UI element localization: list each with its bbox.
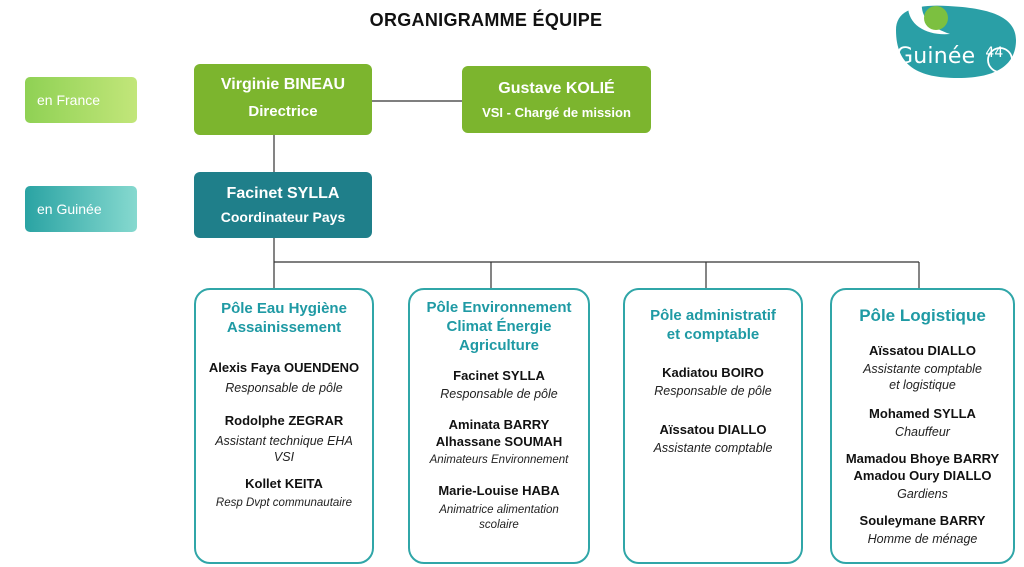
member-role: Assistante comptable [863, 362, 982, 376]
vsi-role: VSI - Chargé de mission [482, 104, 631, 120]
member-role: et logistique [889, 378, 956, 392]
member-role: VSI [273, 450, 295, 464]
member: Kollet KEITA Resp Dvpt communautaire [196, 475, 372, 511]
member: Souleymane BARRY Homme de ménage [832, 512, 1013, 547]
member-name: Souleymane BARRY [859, 513, 986, 528]
pole-environnement: Pôle Environnement Climat Énergie Agricu… [408, 288, 590, 564]
pole-title: Pôle Eau Hygiène Assainissement [221, 300, 347, 336]
member: Rodolphe ZEGRAR Assistant technique EHA … [196, 412, 372, 465]
member: Mamadou Bhoye BARRY Amadou Oury DIALLO G… [832, 450, 1013, 502]
logo-number-ring [987, 47, 1013, 73]
director-role: Directrice [248, 102, 318, 120]
pole-logistique: Pôle Logistique Aïssatou DIALLO Assistan… [830, 288, 1015, 564]
vsi-box: Gustave KOLIÉ VSI - Chargé de mission [462, 66, 651, 133]
pole-title: Pôle Environnement Climat Énergie Agricu… [426, 299, 572, 354]
member-name: Kollet KEITA [245, 476, 323, 491]
member-role: Assistant technique EHA [215, 434, 353, 448]
member-name: Mohamed SYLLA [869, 406, 976, 421]
member-name: Aïssatou DIALLO [659, 422, 767, 437]
guinee44-logo [896, 2, 1016, 78]
member: Aïssatou DIALLO Assistante comptable [625, 421, 801, 456]
tag-france: en France [25, 77, 137, 123]
coordinator-name: Facinet SYLLA [226, 185, 340, 202]
member-role: Responsable de pôle [654, 384, 772, 398]
member-name: Kadiatou BOIRO [662, 365, 764, 380]
director-name: Virginie BINEAU [220, 75, 346, 93]
pole-title: Pôle administratif et comptable [650, 307, 776, 343]
member-role: Resp Dvpt communautaire [215, 497, 353, 509]
logo-text: Guinée 44 [896, 44, 1003, 69]
logo-number: 44 [985, 45, 1004, 61]
member-name: Rodolphe ZEGRAR [224, 413, 344, 428]
logo-word: Guinée [896, 44, 976, 69]
pole-title: Pôle Logistique [859, 306, 986, 325]
member-role: Gardiens [897, 487, 948, 501]
pole-administratif: Pôle administratif et comptable Kadiatou… [623, 288, 803, 564]
member: Aïssatou DIALLO Assistante comptable et … [832, 342, 1013, 393]
logo-green-dot [924, 6, 948, 30]
director-box: Virginie BINEAU Directrice [194, 64, 372, 135]
member-role: Chauffeur [895, 425, 950, 439]
member: Aminata BARRY Alhassane SOUMAH Animateur… [410, 416, 588, 468]
member-role: Animatrice alimentation [439, 504, 559, 516]
member-role: scolaire [479, 519, 519, 531]
member: Marie-Louise HABA Animatrice alimentatio… [410, 482, 588, 533]
member: Alexis Faya OUENDENO Responsable de pôle [196, 359, 372, 396]
member-name: Alhassane SOUMAH [435, 434, 563, 449]
member-name: Amadou Oury DIALLO [853, 468, 992, 483]
member-role: Animateurs Environnement [429, 454, 569, 466]
coordinator-box: Facinet SYLLA Coordinateur Pays [194, 172, 372, 238]
member-role: Assistante comptable [653, 441, 773, 455]
member-name: Aminata BARRY [448, 417, 550, 432]
member-role: Responsable de pôle [225, 381, 343, 395]
page-title: ORGANIGRAMME ÉQUIPE [369, 10, 603, 30]
member-role: Homme de ménage [867, 532, 978, 546]
vsi-name: Gustave KOLIÉ [498, 79, 615, 97]
coordinator-role: Coordinateur Pays [220, 209, 346, 225]
member-name: Facinet SYLLA [453, 368, 545, 383]
pole-eau-hygiene: Pôle Eau Hygiène Assainissement Alexis F… [194, 288, 374, 564]
member-name: Mamadou Bhoye BARRY [845, 451, 1000, 466]
member-role: Responsable de pôle [440, 387, 558, 401]
member-name: Alexis Faya OUENDENO [208, 360, 360, 375]
tag-guinea: en Guinée [25, 186, 137, 232]
member-name: Aïssatou DIALLO [869, 343, 976, 358]
member: Kadiatou BOIRO Responsable de pôle [625, 364, 801, 399]
logo-white-swoosh [908, 2, 950, 35]
member: Mohamed SYLLA Chauffeur [832, 405, 1013, 440]
member: Facinet SYLLA Responsable de pôle [410, 367, 588, 402]
member-name: Marie-Louise HABA [438, 483, 560, 498]
